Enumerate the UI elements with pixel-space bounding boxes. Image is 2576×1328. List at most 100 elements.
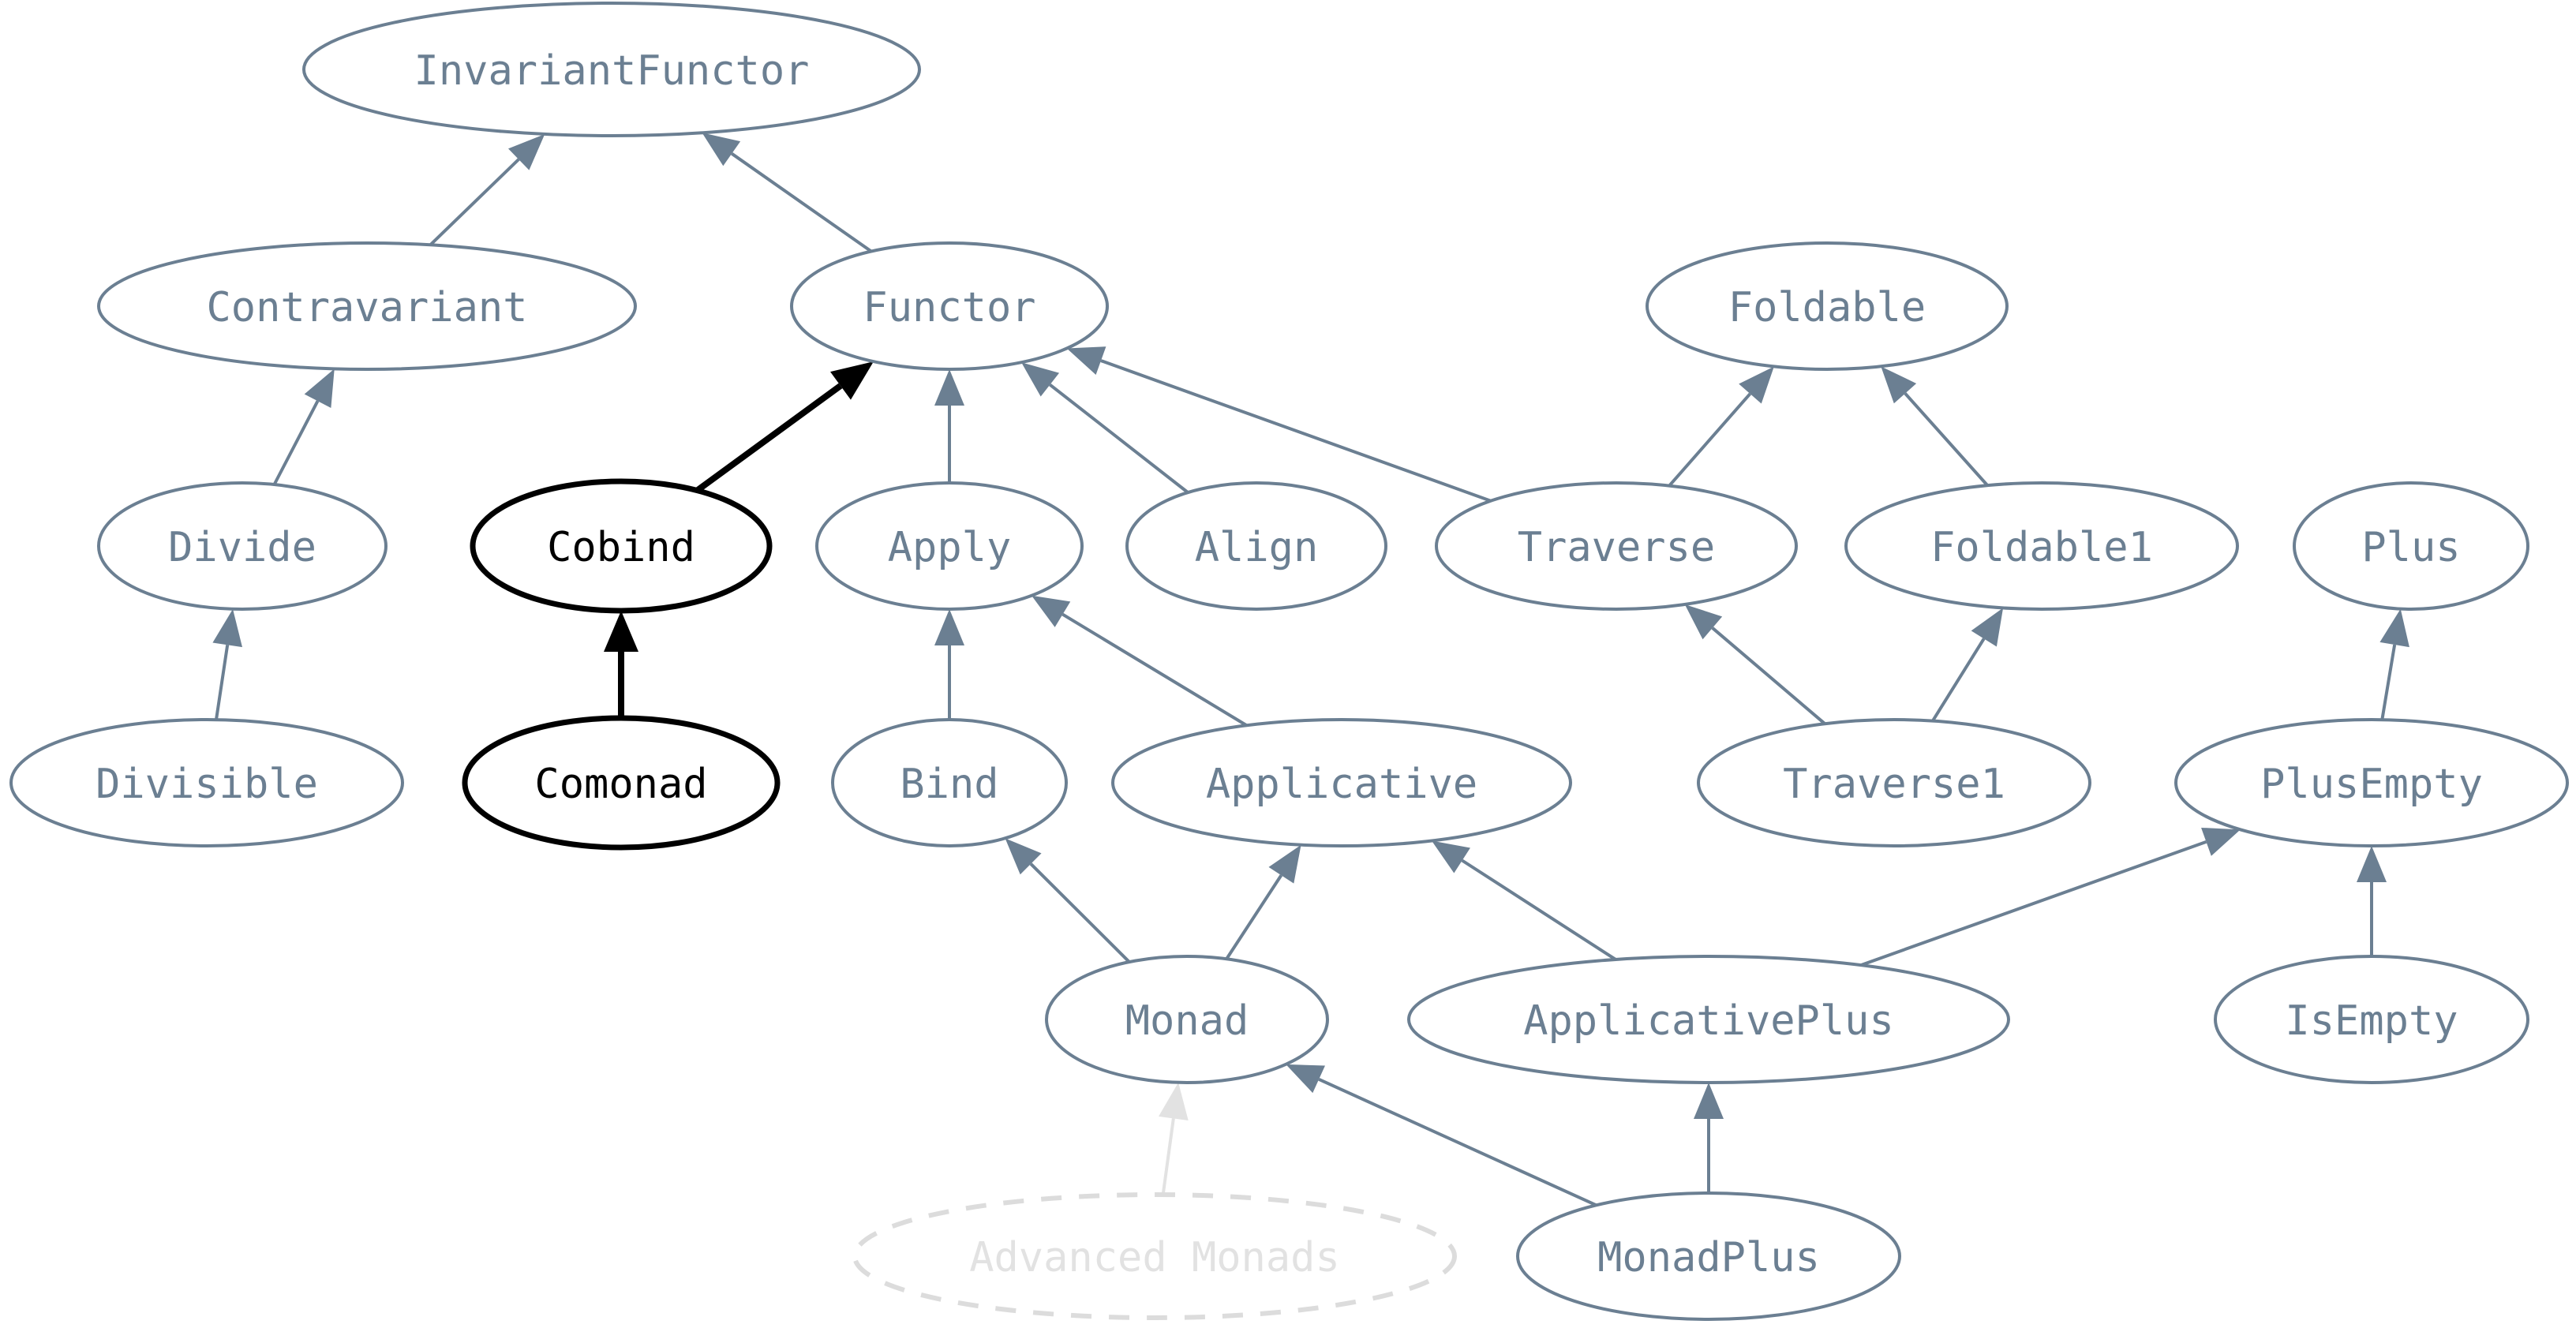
edge-divisible-to-divide xyxy=(212,608,242,720)
arrowhead-icon xyxy=(934,609,964,645)
node-traverse[interactable]: Traverse xyxy=(1435,481,1798,611)
node-cobind[interactable]: Cobind xyxy=(470,478,773,614)
node-advancedmonads[interactable]: Advanced Monads xyxy=(852,1192,1457,1320)
node-label: Divisible xyxy=(95,761,318,808)
arrowhead-icon xyxy=(1432,840,1470,873)
arrowhead-icon xyxy=(1971,608,2004,647)
node-divisible[interactable]: Divisible xyxy=(9,718,404,847)
node-align[interactable]: Align xyxy=(1125,481,1387,611)
edge-shaft xyxy=(1860,840,2207,967)
edge-shaft xyxy=(1904,392,1989,487)
node-shape[interactable] xyxy=(790,241,1109,371)
node-contravariant[interactable]: Contravariant xyxy=(97,241,637,371)
node-divide[interactable]: Divide xyxy=(97,481,388,611)
node-foldable[interactable]: Foldable xyxy=(1646,241,2009,371)
node-label: ApplicativePlus xyxy=(1523,997,1894,1045)
node-shape[interactable] xyxy=(2214,955,2529,1084)
node-label: Monad xyxy=(1125,997,1249,1045)
edge-shaft xyxy=(1461,859,1617,961)
node-shape[interactable] xyxy=(2293,481,2529,611)
arrowhead-icon xyxy=(934,369,964,406)
node-shape[interactable] xyxy=(1407,955,2010,1084)
node-plus[interactable]: Plus xyxy=(2293,481,2529,611)
edge-divide-to-contravariant xyxy=(272,368,335,485)
edge-shaft xyxy=(1049,383,1189,494)
node-applicativeplus[interactable]: ApplicativePlus xyxy=(1407,955,2010,1084)
edge-cobind-to-functor xyxy=(695,361,874,493)
node-invariantfunctor[interactable]: InvariantFunctor xyxy=(302,2,921,137)
node-functor[interactable]: Functor xyxy=(790,241,1109,371)
node-shape[interactable] xyxy=(9,718,404,847)
edge-foldable1-to-foldable xyxy=(1881,366,1989,487)
arrowhead-icon xyxy=(1159,1082,1189,1120)
edge-applicativeplus-to-plusempty xyxy=(1860,827,2241,967)
edge-shaft xyxy=(1668,392,1752,487)
node-shape[interactable] xyxy=(1646,241,2009,371)
edge-isempty-to-plusempty xyxy=(2357,846,2387,956)
arrowhead-icon xyxy=(1021,362,1060,397)
edge-monadplus-to-monad xyxy=(1286,1064,1597,1207)
arrowhead-icon xyxy=(2357,846,2387,882)
node-shape[interactable] xyxy=(2174,718,2569,847)
edge-align-to-functor xyxy=(1021,362,1189,494)
edge-shaft xyxy=(215,645,230,720)
node-shape[interactable] xyxy=(1125,481,1387,611)
node-label: Traverse1 xyxy=(1783,761,2005,808)
node-bind[interactable]: Bind xyxy=(831,718,1068,847)
arrowhead-icon xyxy=(1684,604,1723,640)
edge-shaft xyxy=(2380,644,2397,720)
node-label: Apply xyxy=(888,524,1012,571)
edge-monad-to-applicative xyxy=(1225,844,1301,960)
node-isempty[interactable]: IsEmpty xyxy=(2214,955,2529,1084)
node-apply[interactable]: Apply xyxy=(815,481,1084,611)
arrowhead-icon xyxy=(1881,366,1917,404)
node-shape[interactable] xyxy=(97,241,637,371)
node-shape[interactable] xyxy=(97,481,388,611)
node-label: InvariantFunctor xyxy=(414,47,810,95)
node-shape[interactable] xyxy=(831,718,1068,847)
arrowhead-icon xyxy=(212,608,242,648)
edge-advancedmonads-to-monad xyxy=(1159,1082,1189,1195)
node-monad[interactable]: Monad xyxy=(1045,955,1329,1084)
node-label: IsEmpty xyxy=(2285,997,2458,1045)
node-monadplus[interactable]: MonadPlus xyxy=(1516,1191,1901,1321)
node-shape[interactable] xyxy=(462,715,781,851)
node-label: Traverse xyxy=(1518,524,1715,571)
edge-shaft xyxy=(1100,359,1492,503)
edge-traverse1-to-foldable1 xyxy=(1931,608,2004,722)
node-shape[interactable] xyxy=(1111,718,1572,847)
node-shape[interactable] xyxy=(1844,481,2239,611)
edge-shaft xyxy=(731,152,873,253)
node-shape[interactable] xyxy=(470,478,773,614)
node-shape[interactable] xyxy=(302,2,921,137)
node-shape[interactable] xyxy=(1697,718,2091,847)
node-label: Functor xyxy=(863,284,1035,331)
node-applicative[interactable]: Applicative xyxy=(1111,718,1572,847)
node-label: Divide xyxy=(168,524,316,571)
node-shape[interactable] xyxy=(1516,1191,1901,1321)
node-label: Advanced Monads xyxy=(969,1234,1340,1281)
node-foldable1[interactable]: Foldable1 xyxy=(1844,481,2239,611)
node-traverse1[interactable]: Traverse1 xyxy=(1697,718,2091,847)
node-label: Foldable1 xyxy=(1930,524,2153,571)
node-shape[interactable] xyxy=(815,481,1084,611)
node-shape[interactable] xyxy=(1435,481,1798,611)
arrowhead-icon xyxy=(1694,1083,1724,1119)
edge-shaft xyxy=(1931,638,1986,722)
node-shape[interactable] xyxy=(852,1192,1457,1320)
edge-shaft xyxy=(1225,874,1283,960)
node-comonad[interactable]: Comonad xyxy=(462,715,781,851)
edge-monadplus-to-applicativeplus xyxy=(1694,1083,1724,1193)
edge-applicativeplus-to-applicative xyxy=(1432,840,1617,961)
edge-shaft xyxy=(1711,627,1826,725)
node-shape[interactable] xyxy=(1045,955,1329,1084)
node-label: Foldable xyxy=(1728,284,1926,331)
arrowhead-icon xyxy=(304,368,335,408)
arrowhead-icon xyxy=(2379,608,2409,648)
arrowhead-icon xyxy=(1268,844,1301,884)
edge-shaft xyxy=(429,158,520,246)
node-plusempty[interactable]: PlusEmpty xyxy=(2174,718,2569,847)
